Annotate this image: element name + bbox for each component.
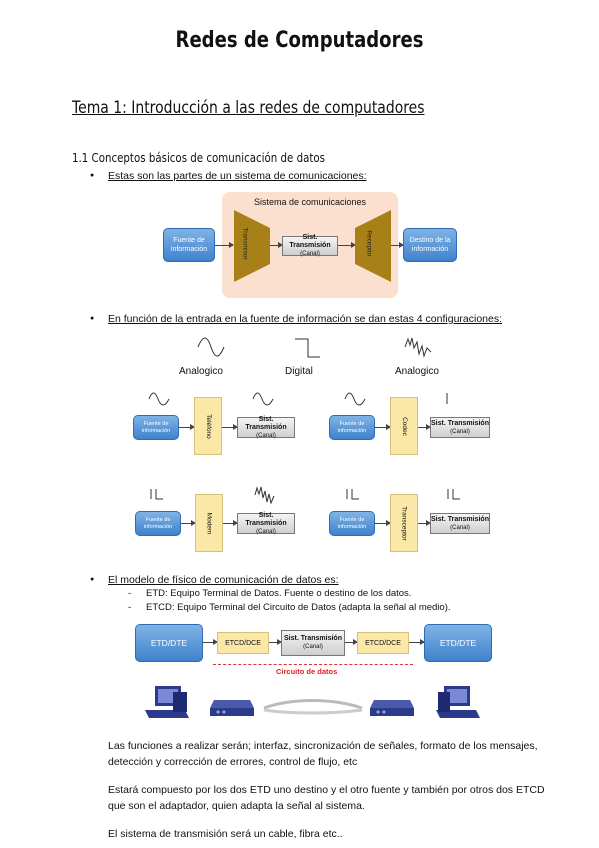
arrow bbox=[179, 424, 195, 430]
analog-noisy-signal-icon bbox=[254, 486, 275, 504]
bullet-item: Estas son las partes de un sistema de co… bbox=[90, 170, 367, 182]
receiver-shape bbox=[355, 210, 391, 282]
analog-noisy-signal-icon bbox=[404, 337, 432, 358]
connector bbox=[345, 639, 358, 645]
transmitter-shape bbox=[234, 210, 270, 282]
bullet-item: El modelo de físico de comunicación de d… bbox=[90, 574, 339, 586]
modem-block: Modem bbox=[195, 494, 223, 552]
bullet-text: Estas son las partes de un sistema de co… bbox=[108, 170, 367, 182]
receiver-label: Receptor bbox=[365, 230, 373, 257]
computer-icon bbox=[145, 686, 189, 718]
transmitter-label: Transmisor bbox=[241, 227, 249, 260]
etcd-box: ETCD/DCE bbox=[217, 632, 269, 654]
section-heading: Tema 1: Introducción a las redes de comp… bbox=[72, 98, 425, 118]
arrow bbox=[270, 242, 283, 248]
arrow bbox=[418, 424, 431, 430]
arrow bbox=[223, 520, 238, 526]
source-box: Fuente de información bbox=[329, 415, 375, 440]
channel-box: Sist. Transmisión(Canal) bbox=[430, 513, 490, 534]
arrow bbox=[222, 424, 238, 430]
arrow bbox=[375, 520, 391, 526]
digital-signal-icon bbox=[150, 489, 163, 500]
sub-list-item: -ETD: Equipo Terminal de Datos. Fuente o… bbox=[128, 588, 412, 599]
digital-signal-icon bbox=[447, 489, 460, 500]
circuit-line bbox=[213, 664, 413, 665]
modem-device-icon bbox=[370, 700, 414, 716]
signal-label: Analogico bbox=[395, 366, 439, 377]
subsection-heading: 1.1 Conceptos básicos de comunicación de… bbox=[72, 150, 326, 165]
digital-signal-icon bbox=[295, 338, 320, 358]
arrow bbox=[375, 424, 391, 430]
system-title: Sistema de comunicaciones bbox=[253, 197, 367, 207]
cable-icon bbox=[263, 699, 363, 715]
etcd-box: ETCD/DCE bbox=[357, 632, 409, 654]
channel-box: Sist. Transmisión(Canal) bbox=[237, 416, 295, 439]
arrow bbox=[215, 242, 234, 248]
digital-signal-icon bbox=[346, 489, 359, 500]
etd-box: ETD/DTE bbox=[424, 624, 492, 662]
etd-box: ETD/DTE bbox=[135, 624, 203, 662]
connector bbox=[203, 639, 218, 645]
connector bbox=[409, 639, 425, 645]
arrow bbox=[391, 242, 404, 248]
arrow bbox=[181, 520, 196, 526]
bullet-item: En función de la entrada en la fuente de… bbox=[90, 313, 502, 325]
analog-signal-icon bbox=[344, 392, 366, 406]
source-box: Fuente de información bbox=[163, 228, 215, 262]
codec-block: Codec bbox=[390, 397, 418, 455]
computer-icon bbox=[436, 686, 480, 718]
bullet-text: El modelo de físico de comunicación de d… bbox=[108, 574, 339, 586]
source-box: Fuente de información bbox=[133, 415, 179, 440]
channel-box: Sist. Transmisión(Canal) bbox=[430, 417, 490, 438]
sub-list-item: -ETCD: Equipo Terminal del Circuito de D… bbox=[128, 602, 451, 613]
arrow bbox=[338, 242, 356, 248]
signal-label: Digital bbox=[285, 366, 313, 377]
telephone-block: Teléfono bbox=[194, 397, 222, 455]
circuit-label: Circuito de datos bbox=[276, 667, 338, 676]
signal-label: Analogico bbox=[179, 366, 223, 377]
channel-box: Sist. Transmisión(Canal) bbox=[281, 630, 345, 656]
paragraph: Las funciones a realizar serán; interfaz… bbox=[108, 740, 538, 768]
source-box: Fuente de información bbox=[329, 511, 375, 536]
source-box: Fuente de información bbox=[135, 511, 181, 536]
connector bbox=[269, 639, 282, 645]
document-title: Redes de Computadores bbox=[175, 28, 424, 53]
channel-title: Sist. Transmisión bbox=[289, 234, 331, 249]
destination-box: Destino de la información bbox=[403, 228, 457, 262]
channel-sub: (Canal) bbox=[300, 251, 320, 257]
modem-device-icon bbox=[210, 700, 254, 716]
analog-signal-icon bbox=[252, 392, 274, 406]
bullet-text: En función de la entrada en la fuente de… bbox=[108, 313, 503, 325]
digital-signal-icon bbox=[446, 393, 448, 404]
channel-box: Sist. Transmisión (Canal) bbox=[282, 234, 338, 257]
arrow bbox=[418, 520, 431, 526]
analog-signal-icon bbox=[197, 337, 225, 357]
channel-box: Sist. Transmisión(Canal) bbox=[237, 512, 295, 535]
transceiver-block: Transceptor bbox=[390, 494, 418, 552]
analog-signal-icon bbox=[148, 392, 170, 406]
paragraph: El sistema de transmisión será un cable,… bbox=[108, 828, 343, 840]
paragraph: Estará compuesto por los dos ETD uno des… bbox=[108, 784, 545, 812]
